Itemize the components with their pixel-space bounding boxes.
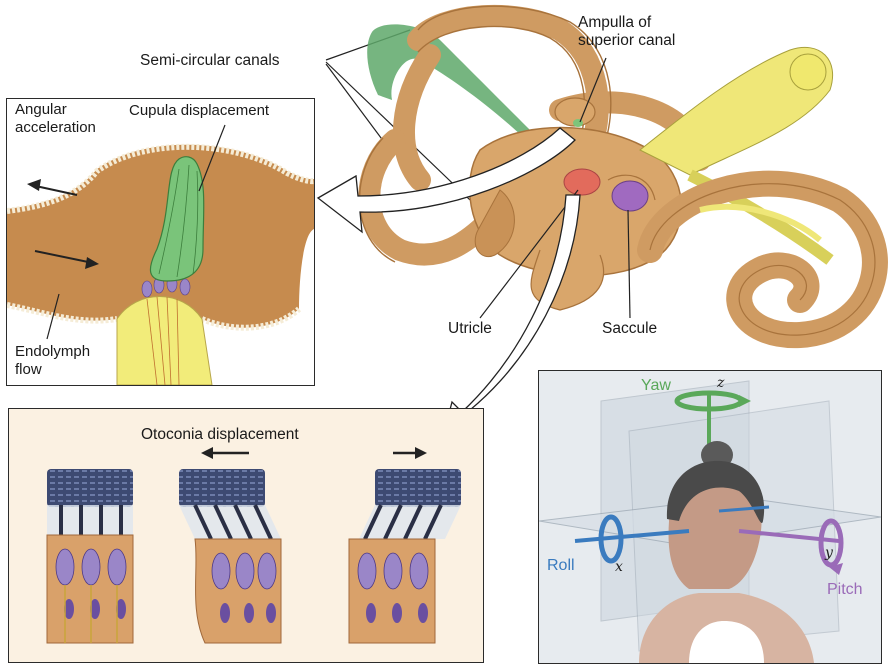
arrow-left-icon xyxy=(201,447,249,459)
utricle-shape xyxy=(564,169,600,195)
ampulla-line1: Ampulla of xyxy=(578,14,675,32)
yaw-label: Yaw xyxy=(641,377,671,395)
otoconia-displacement-label: Otoconia displacement xyxy=(141,426,299,444)
saccule-shape xyxy=(612,181,648,211)
ampulla-label: Ampulla of superior canal xyxy=(578,14,675,50)
endolymph-line2: flow xyxy=(15,361,90,379)
hair-cell-column-right xyxy=(349,469,461,643)
angular-line1: Angular xyxy=(15,101,96,119)
axis-y-label: y xyxy=(824,545,834,561)
arrow-right-icon xyxy=(393,447,427,459)
angular-line2: acceleration xyxy=(15,119,96,137)
otoconia-illustration xyxy=(9,409,483,662)
cupula-panel: Angular acceleration Cupula displacement… xyxy=(6,98,315,386)
angular-acceleration-label: Angular acceleration xyxy=(15,101,96,137)
utricle-label: Utricle xyxy=(448,320,492,338)
head-rotation-illustration: z x y xyxy=(539,371,881,663)
cupula-displacement-label: Cupula displacement xyxy=(129,102,269,120)
pitch-label: Pitch xyxy=(827,581,863,599)
hair-cell-column-left xyxy=(179,469,281,643)
axis-x-label: x xyxy=(615,559,623,575)
cochlea xyxy=(650,184,875,335)
semicircular-canals-label: Semi-circular canals xyxy=(140,52,280,70)
otoconia-panel: Otoconia displacement xyxy=(8,408,484,663)
saccule-label: Saccule xyxy=(602,320,657,338)
endolymph-flow-label: Endolymph flow xyxy=(15,343,90,379)
hair-cell-column-neutral xyxy=(47,469,133,643)
axis-z-label: z xyxy=(716,375,725,391)
roll-label: Roll xyxy=(547,557,575,575)
endolymph-line1: Endolymph xyxy=(15,343,90,361)
head-rotation-panel: z x y Yaw Roll Pitch xyxy=(538,370,882,664)
ampulla-line2: superior canal xyxy=(578,32,675,50)
arrow-left-icon xyxy=(27,179,77,195)
